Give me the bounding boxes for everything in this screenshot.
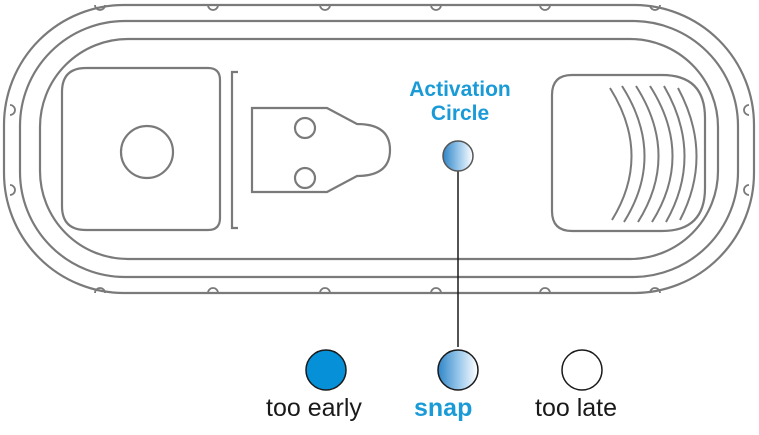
grip-ridges bbox=[609, 85, 698, 223]
keyhole-hole-bottom bbox=[293, 166, 317, 190]
snap-circle bbox=[437, 349, 479, 391]
too-early-label: too early bbox=[266, 394, 362, 422]
too-early-circle bbox=[305, 349, 347, 391]
divider-bracket bbox=[230, 70, 238, 230]
left-button bbox=[119, 124, 175, 180]
left-compartment bbox=[60, 66, 222, 232]
rim-notches bbox=[9, 4, 750, 294]
housing-inner bbox=[38, 37, 720, 261]
keyhole-plate bbox=[250, 106, 392, 194]
too-late-label: too late bbox=[535, 394, 618, 422]
housing-outer bbox=[2, 3, 756, 295]
snap-label: snap bbox=[414, 394, 473, 422]
activation-circle-callout: Activation Circle bbox=[380, 78, 540, 126]
callout-line-2: Circle bbox=[430, 102, 490, 125]
housing-rim bbox=[18, 19, 740, 279]
right-grip bbox=[550, 73, 707, 233]
too-late-circle bbox=[561, 349, 603, 391]
activation-circle bbox=[442, 140, 474, 172]
keyhole-hole-top bbox=[293, 116, 317, 140]
callout-line-1: Activation bbox=[409, 78, 511, 101]
